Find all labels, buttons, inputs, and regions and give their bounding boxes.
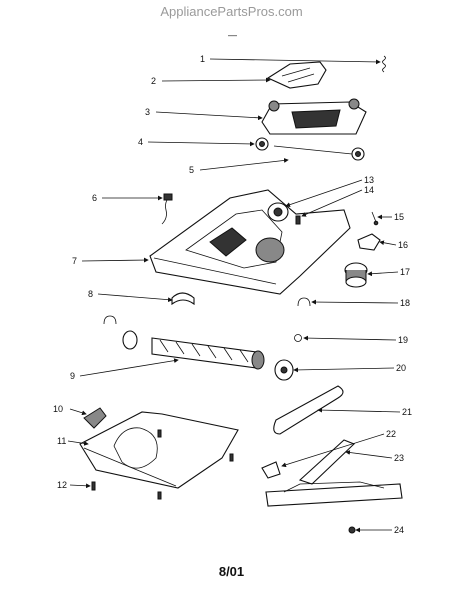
part-bottom-plate xyxy=(265,481,403,507)
callout-15: 15 xyxy=(394,212,404,222)
callout-9: 9 xyxy=(70,371,75,381)
callout-8: 8 xyxy=(88,289,93,299)
callout-6: 6 xyxy=(92,193,97,203)
part-11-hood xyxy=(79,411,239,489)
part-24-screw xyxy=(348,526,356,534)
part-10-knob xyxy=(83,407,107,429)
callout-23: 23 xyxy=(394,453,404,463)
part-17-motor xyxy=(344,262,368,288)
part-9-brushroll xyxy=(122,330,265,370)
callout-19: 19 xyxy=(398,335,408,345)
part-7-nozzle-housing xyxy=(149,189,351,295)
callout-2: 2 xyxy=(151,76,156,86)
part-19-ring xyxy=(294,334,302,342)
header-mark: — xyxy=(228,30,237,40)
part-13-hose-fitting xyxy=(267,202,289,222)
part-12-screws xyxy=(91,429,234,500)
part-2-pedal xyxy=(266,61,327,89)
callout-20: 20 xyxy=(396,363,406,373)
part-8-clip xyxy=(171,292,195,306)
callout-1: 1 xyxy=(200,54,205,64)
part-5-axle xyxy=(273,145,365,161)
part-21-belt xyxy=(273,385,344,435)
part-14-screw xyxy=(295,215,301,225)
callout-14: 14 xyxy=(364,185,374,195)
callout-10: 10 xyxy=(53,404,63,414)
part-23-bumper xyxy=(298,439,355,485)
callout-5: 5 xyxy=(189,165,194,175)
callout-18: 18 xyxy=(400,298,410,308)
callout-13: 13 xyxy=(364,175,374,185)
part-15-screw xyxy=(371,211,379,226)
part-22-clip xyxy=(261,461,281,479)
part-1-spring xyxy=(382,55,386,73)
part-4-wheel xyxy=(255,137,269,151)
callout-12: 12 xyxy=(57,480,67,490)
part-16-switch xyxy=(357,233,381,251)
callout-3: 3 xyxy=(145,107,150,117)
part-6-cord xyxy=(161,193,173,225)
part-18-clip xyxy=(297,297,311,307)
part-3-base-frame xyxy=(261,98,367,135)
callout-21: 21 xyxy=(402,407,412,417)
callout-7: 7 xyxy=(72,256,77,266)
callout-16: 16 xyxy=(398,240,408,250)
part-20-end-cap xyxy=(274,359,294,381)
callout-11: 11 xyxy=(57,436,66,446)
footer-date: 8/01 xyxy=(218,564,245,579)
callout-17: 17 xyxy=(400,267,410,277)
callout-24: 24 xyxy=(394,525,404,535)
part-clip-left xyxy=(103,315,117,325)
watermark: AppliancePartsPros.com xyxy=(160,4,303,19)
callout-labels: 1 2 3 4 5 6 7 8 9 10 11 12 13 14 15 16 1… xyxy=(53,54,412,535)
leader-lines xyxy=(67,58,401,533)
callout-22: 22 xyxy=(386,429,396,439)
callout-4: 4 xyxy=(138,137,143,147)
